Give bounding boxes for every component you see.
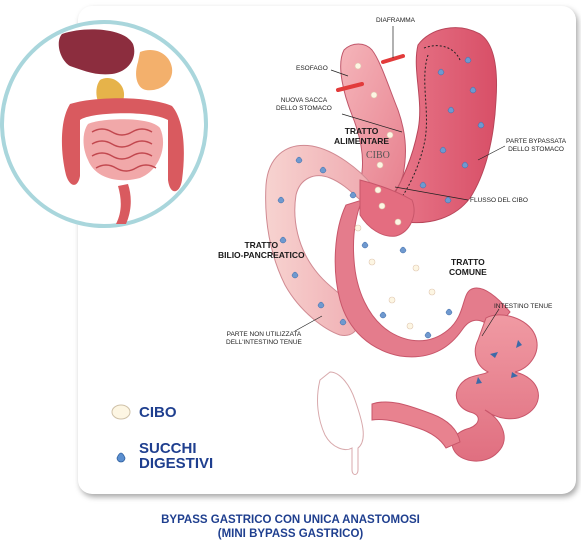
caption-line2: (MINI BYPASS GASTRICO) bbox=[0, 527, 581, 541]
region-tratto-bilio-line2: BILIO-PANCREATICO bbox=[218, 250, 305, 260]
label-parte-bypassata-line2: DELLO STOMACO bbox=[506, 146, 566, 154]
region-tratto-comune: TRATTO COMUNE bbox=[449, 257, 487, 277]
figure-caption: BYPASS GASTRICO CON UNICA ANASTOMOSI (MI… bbox=[0, 513, 581, 541]
colon-outline bbox=[318, 372, 364, 475]
colon-connection bbox=[372, 402, 460, 448]
legend-succhi-label: SUCCHI DIGESTIVI bbox=[139, 441, 213, 471]
region-tratto-alimentare-line2: ALIMENTARE bbox=[334, 136, 389, 146]
legend-succhi-line1: SUCCHI bbox=[139, 441, 213, 456]
legend-droplet-icon bbox=[117, 453, 125, 462]
label-parte-non-utilizzata-line1: PARTE NON UTILIZZATA bbox=[226, 331, 302, 339]
region-cibo-inline: CIBO bbox=[366, 150, 390, 161]
label-nuova-sacca: NUOVA SACCA DELLO STOMACO bbox=[276, 97, 332, 112]
legend-food-icon bbox=[112, 405, 130, 419]
small-intestine-coils bbox=[452, 315, 538, 461]
label-intestino-tenue: INTESTINO TENUE bbox=[494, 303, 552, 311]
caption-line1: BYPASS GASTRICO CON UNICA ANASTOMOSI bbox=[0, 513, 581, 527]
label-nuova-sacca-line2: DELLO STOMACO bbox=[276, 105, 332, 113]
label-parte-non-utilizzata: PARTE NON UTILIZZATA DELL'INTESTINO TENU… bbox=[226, 331, 302, 346]
label-parte-bypassata: PARTE BYPASSATA DELLO STOMACO bbox=[506, 138, 566, 153]
legend-succhi-line2: DIGESTIVI bbox=[139, 456, 213, 471]
region-tratto-bilio-line1: TRATTO bbox=[218, 240, 305, 250]
label-flusso-cibo: FLUSSO DEL CIBO bbox=[470, 197, 528, 205]
label-esofago: ESOFAGO bbox=[296, 65, 328, 73]
region-tratto-alimentare-line1: TRATTO bbox=[334, 126, 389, 136]
region-tratto-bilio: TRATTO BILIO-PANCREATICO bbox=[218, 240, 305, 260]
label-nuova-sacca-line1: NUOVA SACCA bbox=[276, 97, 332, 105]
label-parte-bypassata-line1: PARTE BYPASSATA bbox=[506, 138, 566, 146]
label-diaframma: DIAFRAMMA bbox=[376, 17, 415, 25]
region-tratto-alimentare: TRATTO ALIMENTARE bbox=[334, 126, 389, 146]
region-tratto-comune-line1: TRATTO bbox=[449, 257, 487, 267]
label-parte-non-utilizzata-line2: DELL'INTESTINO TENUE bbox=[226, 339, 302, 347]
legend-cibo-label: CIBO bbox=[139, 405, 177, 420]
region-tratto-comune-line2: COMUNE bbox=[449, 267, 487, 277]
